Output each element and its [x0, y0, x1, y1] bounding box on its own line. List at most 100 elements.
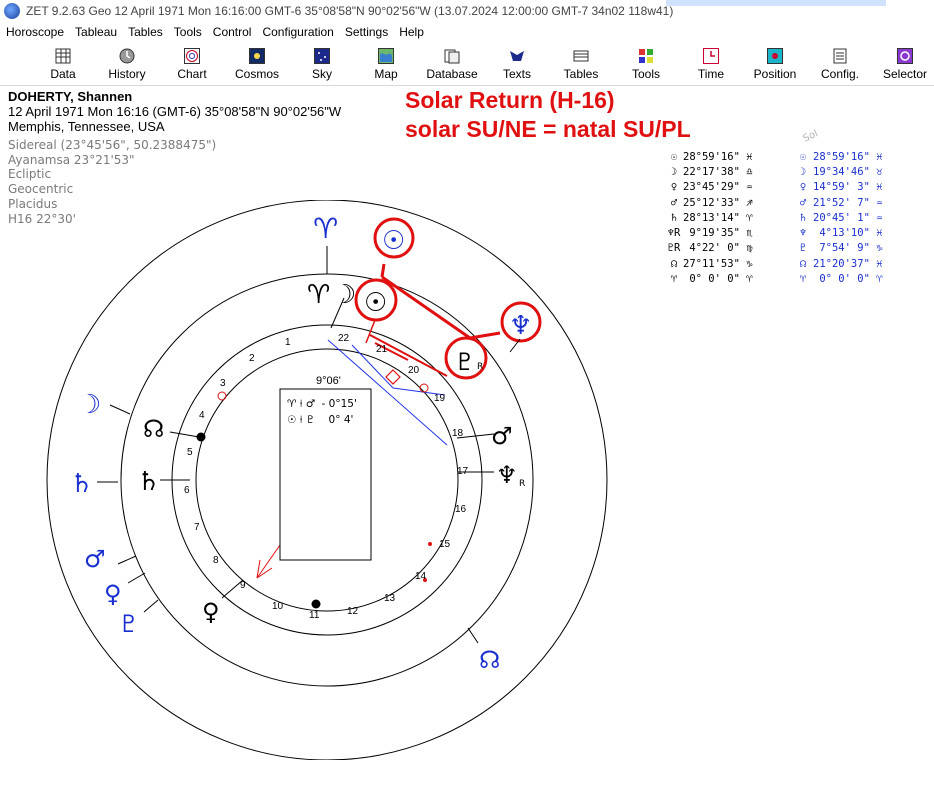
toolbar-label: Texts — [502, 67, 531, 81]
house-number: 6 — [184, 485, 190, 496]
info-line: H16 22°30' — [8, 211, 76, 226]
toolbar-label: Database — [426, 67, 478, 81]
table-row: ☉28°59'16" ♓☉28°59'16" ♓ — [665, 149, 925, 164]
neptune-retro-mark: R — [519, 479, 525, 489]
sun-inner-glyph: ☉ — [364, 288, 387, 318]
toolbar-chart-button[interactable]: Chart — [161, 44, 223, 84]
solar-position: 14°59' 3" ♓ — [813, 181, 883, 194]
tick — [169, 431, 200, 438]
database-icon — [444, 49, 460, 64]
cosmos-icon — [249, 48, 265, 64]
menu-tables[interactable]: Tables — [128, 25, 163, 39]
house-dot — [419, 383, 429, 393]
toolbar-data-button[interactable]: Data — [32, 44, 94, 84]
neptune-inner-glyph: ♆ — [496, 461, 518, 489]
aspect-line — [392, 387, 446, 396]
toolbar-texts-button[interactable]: Texts — [486, 44, 548, 84]
house-number: 1 — [285, 337, 291, 348]
solar-position: 0° 0' 0" ♈ — [813, 273, 883, 286]
mars-inner-glyph: ♂ — [491, 422, 513, 450]
house-number: 13 — [384, 593, 396, 604]
menu-tableau[interactable]: Tableau — [75, 25, 118, 39]
toolbar-cosmos-button[interactable]: Cosmos — [226, 44, 288, 84]
app-logo-icon — [4, 3, 20, 19]
house-number: 12 — [347, 606, 359, 617]
solar-position: 28°59'16" ♓ — [813, 150, 883, 163]
toolbar-selector-button[interactable]: Selector — [874, 44, 934, 84]
aries-outer-glyph: ♈ — [313, 212, 338, 245]
planet-glyph: ☊ — [670, 257, 678, 270]
birth-datetime: 12 April 1971 Mon 16:16 (GMT-6) 35°08'58… — [8, 104, 342, 119]
birth-place: Memphis, Tennessee, USA — [8, 119, 165, 134]
table-header-solar: Sol — [801, 128, 820, 145]
toolbar-sky-button[interactable]: Sky — [291, 44, 353, 84]
midpoint-axis — [256, 544, 281, 579]
chart-wheel-icon — [184, 48, 200, 64]
menu-horoscope[interactable]: Horoscope — [6, 25, 65, 39]
toolbar: Data History Chart Cosmos Sky Map Databa… — [0, 42, 934, 86]
menu-configuration[interactable]: Configuration — [262, 25, 334, 39]
house-dot — [217, 391, 227, 401]
tables-icon — [573, 50, 589, 62]
solar-glyph: ♇ — [799, 242, 807, 255]
menu-tools[interactable]: Tools — [173, 25, 202, 39]
toolbar-database-button[interactable]: Database — [421, 44, 483, 84]
moon-outer-glyph: ☽ — [78, 390, 101, 420]
menu-control[interactable]: Control — [212, 25, 252, 39]
tick — [109, 404, 131, 415]
toolbar-label: Data — [50, 67, 76, 81]
house-dot — [428, 542, 432, 546]
planet-positions-table: Sol ☉28°59'16" ♓☉28°59'16" ♓ ☽22°17'38" … — [665, 128, 925, 287]
toolbar-time-button[interactable]: Time — [680, 44, 742, 84]
solar-glyph: ♈ — [799, 273, 807, 286]
planet-glyph: ♈ — [670, 273, 678, 286]
planet-glyph: ♂ — [670, 196, 678, 209]
solar-glyph: ☊ — [799, 257, 807, 270]
natal-position: 28°13'14" ♈ — [683, 211, 753, 224]
info-line: Placidus — [8, 196, 58, 211]
highlight-line — [380, 263, 386, 278]
toolbar-label: Tables — [563, 67, 599, 81]
midpoint-marker — [385, 369, 401, 385]
natal-position: 22°17'38" ♎ — [683, 165, 753, 178]
solar-glyph: ☽ — [799, 165, 807, 178]
mars-outer-glyph: ♂ — [84, 545, 106, 573]
toolbar-config-button[interactable]: Config. — [809, 44, 871, 84]
house-number: 17 — [457, 466, 469, 477]
toolbar-history-button[interactable]: History — [96, 44, 158, 84]
window-title: ZET 9.2.63 Geo 12 April 1971 Mon 16:16:0… — [26, 4, 674, 18]
toolbar-position-button[interactable]: Position — [744, 44, 806, 84]
toolbar-label: Tools — [631, 67, 660, 81]
outer-ring — [46, 200, 608, 760]
planet-glyph: ☉ — [670, 150, 678, 163]
aries-inner-glyph: ♈ — [307, 280, 330, 310]
title-progress-strip — [666, 0, 886, 6]
natal-position: 25°12'33" ♐ — [683, 196, 753, 209]
aspect-glyphs: ♈ ⍿ ♂ — [287, 398, 315, 410]
tick — [127, 572, 146, 584]
toolbar-map-button[interactable]: Map — [355, 44, 417, 84]
selector-icon — [897, 48, 913, 64]
menu-settings[interactable]: Settings — [344, 25, 389, 39]
tools-icon — [639, 49, 653, 63]
house-number: 15 — [439, 539, 451, 550]
aspect-glyphs: ☉ ⍿ ♇ — [287, 414, 315, 426]
pluto-outer-glyph: ♇ — [118, 610, 140, 638]
house-number: 22 — [338, 333, 350, 344]
house-number: 4 — [199, 410, 205, 421]
toolbar-tables-button[interactable]: Tables — [550, 44, 612, 84]
table-row: ☊27°11'53" ♑☊21°20'37" ♓ — [665, 256, 925, 271]
solar-glyph: ♀ — [799, 181, 807, 194]
toolbar-label: Map — [374, 67, 398, 81]
toolbar-tools-button[interactable]: Tools — [615, 44, 677, 84]
tick — [330, 297, 345, 329]
horoscope-wheel[interactable]: 9°06' ♈ ⍿ ♂ - 0°15' ☉ ⍿ ♇ 0° 4' 1 2 3 4 … — [0, 200, 934, 760]
time-icon — [703, 48, 719, 64]
natal-position: 28°59'16" ♓ — [683, 150, 753, 163]
planet-glyph: ♇R — [667, 242, 681, 255]
menu-help[interactable]: Help — [399, 25, 424, 39]
planet-glyph: ♆R — [667, 227, 681, 240]
planet-glyph: ♄ — [670, 211, 678, 224]
highlight-circle-neptune-solar — [500, 301, 542, 343]
solar-position: 4°13'10" ♓ — [813, 227, 883, 240]
